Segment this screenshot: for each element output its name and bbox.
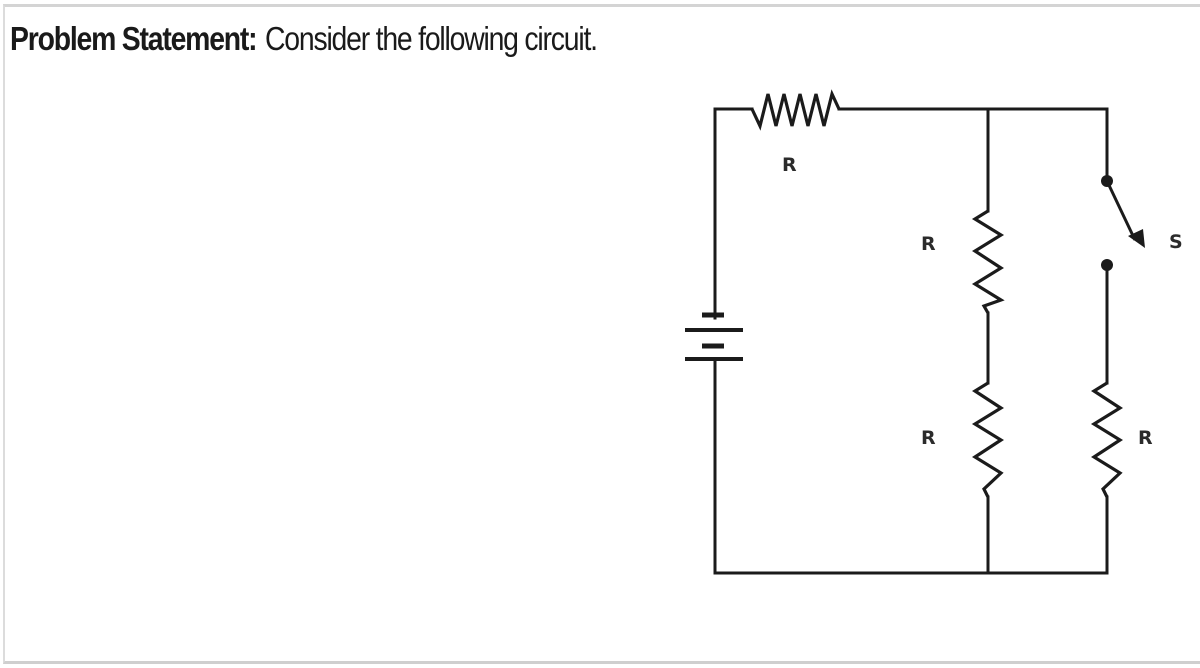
label-switch: S [1169, 231, 1183, 253]
problem-statement-text: Consider the following circuit. [265, 20, 598, 57]
problem-statement: Problem Statement:Consider the following… [10, 20, 598, 58]
problem-frame [3, 4, 1200, 664]
wire-left-lower [713, 357, 1109, 575]
resistor-right [1090, 381, 1123, 498]
switch-icon [1101, 175, 1145, 271]
label-r-middle-lower: R [921, 427, 936, 449]
battery-icon [685, 312, 743, 361]
resistor-middle-upper [971, 209, 1005, 314]
wire-top [837, 107, 1109, 180]
resistor-middle-lower [971, 381, 1004, 498]
label-r-top: R [782, 154, 797, 176]
label-r-middle-upper: R [921, 233, 936, 255]
label-r-right: R [1138, 427, 1153, 449]
wire-left-upper [713, 107, 754, 320]
problem-statement-label: Problem Statement: [10, 20, 258, 57]
resistor-top [750, 89, 841, 131]
